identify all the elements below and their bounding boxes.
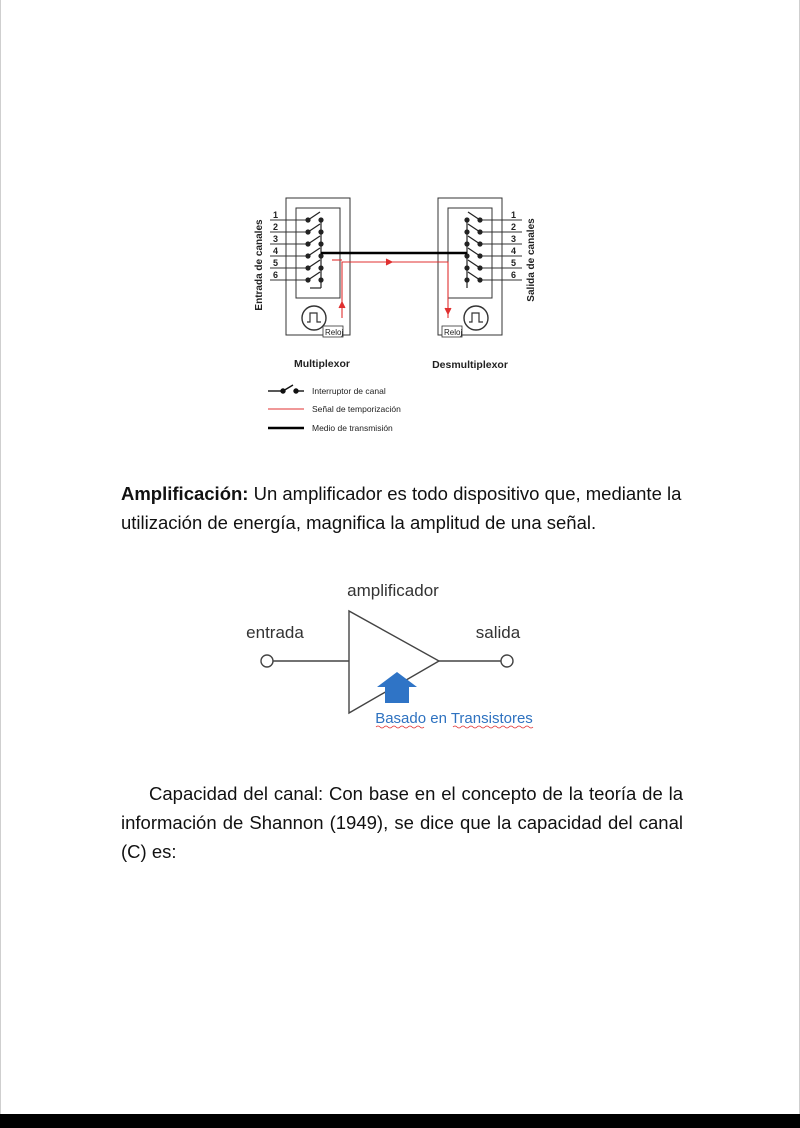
mux-channel-1: 1 — [273, 210, 278, 220]
legend-switch-label: Interruptor de canal — [312, 386, 386, 396]
output-channels-label: Salida de canales — [526, 218, 537, 302]
output-terminal — [500, 654, 514, 668]
spellcheck-underline-1 — [375, 725, 425, 729]
mux-channel-numbers: 1 2 3 4 5 6 — [273, 210, 278, 280]
amplifier-title: amplificador — [347, 581, 439, 600]
legend-switch-icon — [268, 384, 304, 394]
mux-channel-4: 4 — [273, 246, 278, 256]
legend-timing-label: Señal de temporización — [312, 404, 401, 414]
demux-channel-1: 1 — [511, 210, 516, 220]
amplification-text: Un amplificador es todo dispositivo que,… — [121, 483, 682, 533]
input-label: entrada — [246, 623, 304, 642]
output-label: salida — [476, 623, 521, 642]
mux-channel-6: 6 — [273, 270, 278, 280]
mux-clock-label: Reloj — [325, 328, 343, 337]
mux-channel-5: 5 — [273, 258, 278, 268]
spellcheck-underline-2 — [452, 725, 534, 729]
amplification-term: Amplificación: — [121, 483, 249, 504]
bottom-bar — [0, 1114, 800, 1128]
multiplexer-diagram: Entrada de canales Salida de canales — [254, 197, 537, 433]
mux-channel-2: 2 — [273, 222, 278, 232]
amplifier-diagram: amplificador entrada salida Basado en Tr… — [246, 581, 534, 729]
mux-switches — [305, 211, 324, 289]
demultiplexor-label: Desmultiplexor — [432, 359, 508, 371]
demux-clock-label: Reloj — [444, 328, 462, 337]
amplification-paragraph: Amplificación: Un amplificador es todo d… — [121, 479, 683, 537]
demux-channel-6: 6 — [511, 270, 516, 280]
input-terminal — [260, 654, 274, 668]
demux-outer-box — [437, 197, 503, 336]
mux-clock: Reloj — [301, 305, 343, 338]
demux-channel-5: 5 — [511, 258, 516, 268]
mux-channel-lines — [270, 219, 306, 281]
legend-medium-label: Medio de transmisión — [312, 423, 393, 433]
demux-switches — [464, 211, 483, 288]
input-channels-label: Entrada de canales — [254, 219, 265, 311]
demux-channel-lines — [482, 219, 522, 281]
demux-channel-2: 2 — [511, 222, 516, 232]
transistor-note: Basado en Transistores — [375, 710, 533, 727]
legend: Interruptor de canal Señal de temporizac… — [268, 384, 401, 433]
multiplexor-label: Multiplexor — [294, 358, 350, 370]
demux-clock: Reloj — [441, 305, 489, 338]
mux-outer-box — [285, 197, 351, 336]
mux-channel-3: 3 — [273, 234, 278, 244]
demux-channel-3: 3 — [511, 234, 516, 244]
timing-signal — [332, 258, 452, 318]
demux-channel-4: 4 — [511, 246, 516, 256]
capacity-paragraph: Capacidad del canal: Con base en el conc… — [121, 783, 683, 862]
arrow-up-icon — [377, 672, 417, 703]
demux-channel-numbers: 1 2 3 4 5 6 — [511, 210, 516, 280]
